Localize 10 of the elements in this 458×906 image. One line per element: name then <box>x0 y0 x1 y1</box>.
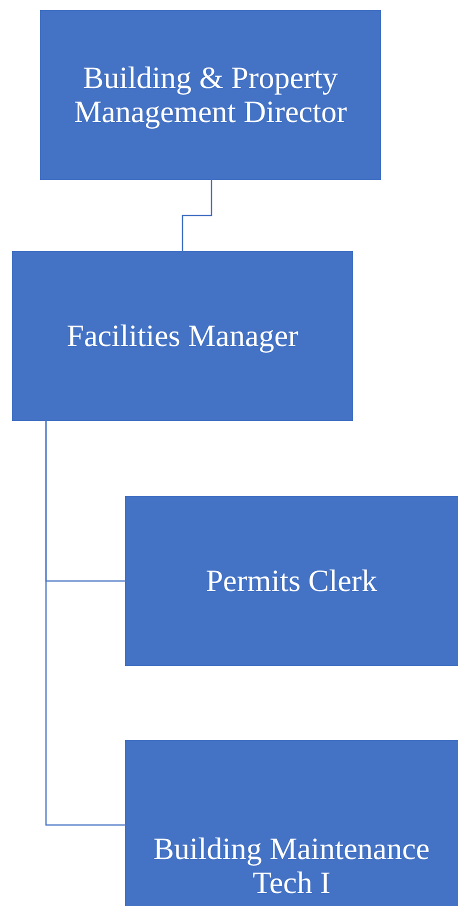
org-box <box>12 251 353 421</box>
role-title: Building & Property Management Director <box>73 60 348 130</box>
connector-line <box>182 180 212 251</box>
org-box <box>40 10 381 180</box>
connector-line <box>45 421 125 826</box>
org-box <box>125 740 458 906</box>
role-title: Permits Clerk <box>206 564 378 598</box>
role-title: Building Maintenance Tech I <box>152 832 431 900</box>
org-box <box>125 496 458 666</box>
role-title: Facilities Manager <box>66 318 298 354</box>
